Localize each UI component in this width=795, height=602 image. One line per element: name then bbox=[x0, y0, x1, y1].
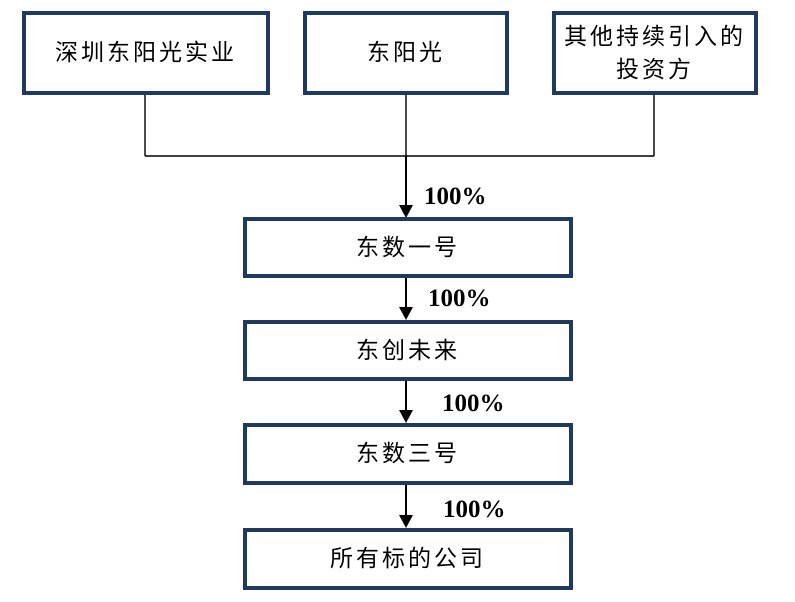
node-dongchuang-future: 东创未来 bbox=[243, 320, 573, 381]
node-dongyangguang: 东阳光 bbox=[303, 11, 509, 95]
ownership-percent-label: 100% bbox=[424, 183, 487, 210]
ownership-percent-label: 100% bbox=[442, 390, 505, 417]
node-label: 深圳东阳光实业 bbox=[55, 40, 237, 66]
node-dongshu-no3: 东数三号 bbox=[243, 423, 573, 485]
node-label: 所有标的公司 bbox=[330, 546, 486, 572]
arrow-down-icon bbox=[399, 205, 413, 218]
arrow-down-icon bbox=[399, 515, 413, 528]
node-label: 其他持续引入的投资方 bbox=[564, 23, 746, 82]
node-other-continuing-investors: 其他持续引入的投资方 bbox=[552, 11, 758, 95]
arrow-down-icon bbox=[399, 307, 413, 320]
node-label: 东创未来 bbox=[356, 337, 460, 363]
node-label: 东阳光 bbox=[367, 40, 445, 66]
node-dongshu-no1: 东数一号 bbox=[243, 217, 573, 278]
tree-connector-line bbox=[144, 95, 655, 157]
node-label: 东数一号 bbox=[356, 234, 460, 260]
node-label: 东数三号 bbox=[356, 441, 460, 467]
ownership-percent-label: 100% bbox=[443, 496, 506, 523]
arrow-down-icon bbox=[399, 410, 413, 423]
ownership-percent-label: 100% bbox=[428, 285, 491, 312]
node-shenzhen-dongyangguang-industrial: 深圳东阳光实业 bbox=[22, 11, 270, 95]
node-all-target-companies: 所有标的公司 bbox=[243, 528, 573, 590]
